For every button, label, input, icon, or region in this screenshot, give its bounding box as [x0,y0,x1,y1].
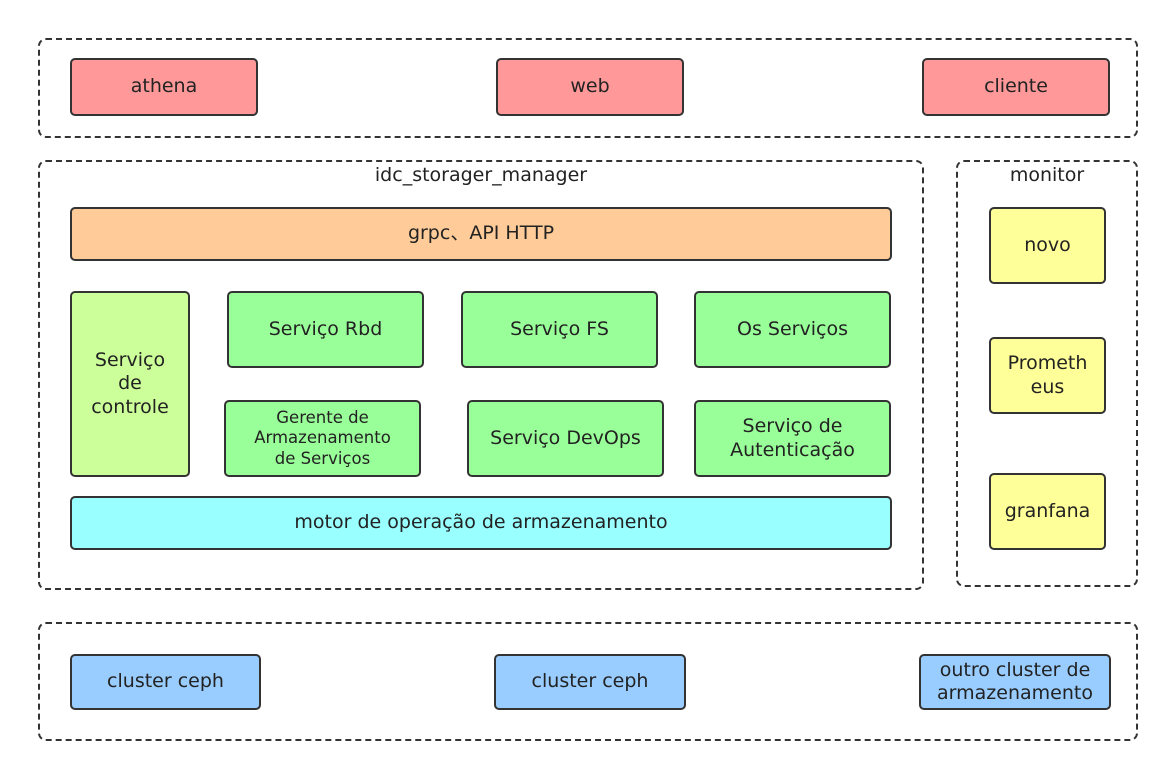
cliente-node: cliente [922,58,1110,116]
fs-service: Serviço FS [461,291,658,368]
manager-group: idc_storager_manager [38,160,924,590]
other-storage-cluster: outro cluster de armazenamento [919,654,1111,710]
manager-title: idc_storager_manager [374,164,588,186]
prometheus-node: Prometh eus [989,337,1106,414]
web-node: web [496,58,684,116]
clients-group [38,38,1138,138]
monitor-group: monitor [956,160,1138,587]
auth-service: Serviço de Autenticação [694,400,891,477]
ceph-cluster-1: cluster ceph [70,654,261,710]
devops-service: Serviço DevOps [467,400,664,477]
control-service: Serviço de controle [70,291,190,477]
athena-node: athena [70,58,258,116]
storage-manager-service: Gerente de Armazenamento de Serviços [224,400,421,477]
storage-engine: motor de operação de armazenamento [70,496,892,550]
rbd-service: Serviço Rbd [227,291,424,368]
monitor-title: monitor [1009,164,1085,186]
granfana-node: granfana [989,473,1106,550]
novo-node: novo [989,207,1106,284]
api-layer: grpc、API HTTP [70,207,892,261]
ceph-cluster-2: cluster ceph [494,654,686,710]
os-services: Os Serviços [694,291,891,368]
storage-group [38,622,1138,741]
